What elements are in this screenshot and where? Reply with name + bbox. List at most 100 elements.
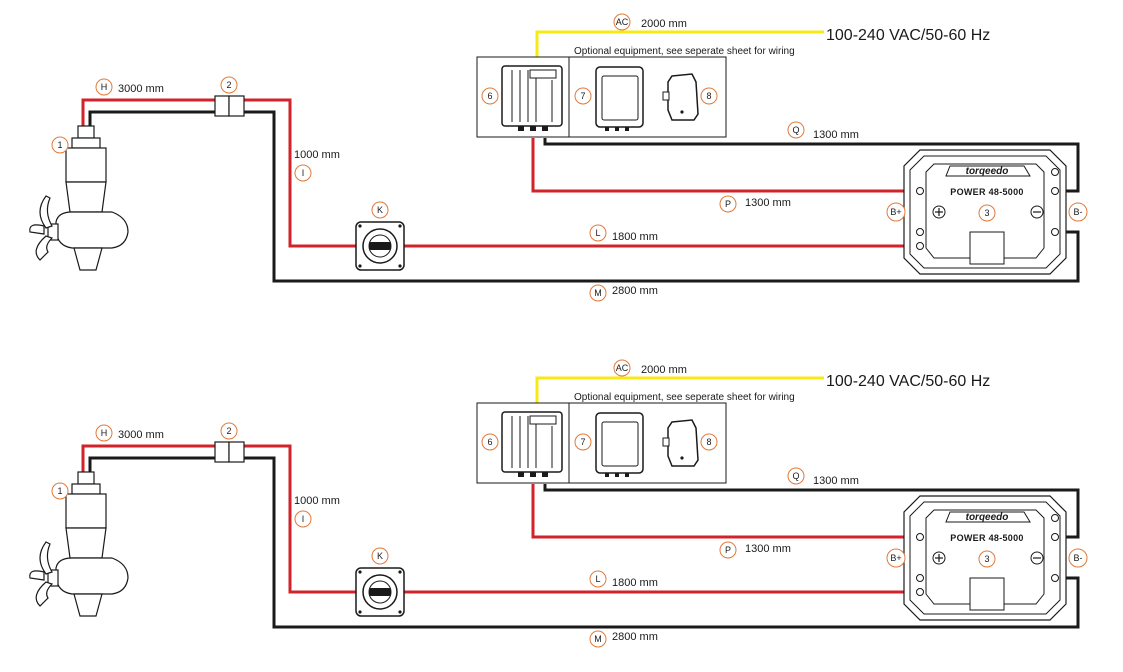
callout-l: L	[589, 224, 607, 242]
callout-bplus-label: B+	[890, 553, 901, 563]
wiring-diagram: torqeedo POWER 48-5000 AC 2000 mm 100-24…	[29, 359, 1088, 648]
callout-i: I	[294, 510, 312, 528]
callout-i-label: I	[302, 168, 305, 178]
callout-3: 3	[978, 204, 996, 222]
ac-supply-label: 100-240 VAC/50-60 Hz	[826, 373, 990, 390]
callout-2-label: 2	[226, 80, 231, 90]
main-switch	[355, 221, 405, 271]
optional-equipment-frame	[568, 56, 727, 138]
main-switch	[355, 567, 405, 617]
callout-q-label: Q	[792, 471, 799, 481]
cable-m-length: 2800 mm	[612, 631, 658, 643]
ac-cable	[535, 376, 824, 403]
cable-p-length: 1300 mm	[745, 197, 791, 209]
callout-ac-label: AC	[616, 363, 629, 373]
battery-minus-terminal-icon	[1030, 551, 1044, 565]
cable-m-negative	[244, 110, 1080, 283]
callout-2-label: 2	[226, 426, 231, 436]
ac-supply-label: 100-240 VAC/50-60 Hz	[826, 27, 990, 44]
callout-bminus-label: B-	[1074, 207, 1083, 217]
callout-bminus: B-	[1068, 202, 1088, 222]
callout-2: 2	[220, 422, 238, 440]
callout-bminus: B-	[1068, 548, 1088, 568]
callout-p-label: P	[725, 545, 731, 555]
callout-2: 2	[220, 76, 238, 94]
battery-plus-terminal-icon	[932, 551, 946, 565]
callout-8-label: 8	[706, 91, 711, 101]
cable-p-length: 1300 mm	[745, 543, 791, 555]
battery-model-label: POWER 48-5000	[950, 187, 1023, 197]
cable-l-length: 1800 mm	[612, 577, 658, 589]
charger-unit	[501, 65, 563, 131]
battery-brand-label: torqeedo	[966, 166, 1009, 177]
cable-i-positive	[244, 444, 356, 594]
cable-q-negative	[543, 484, 1080, 539]
callout-3-label: 3	[984, 554, 989, 564]
cable-h-length: 3000 mm	[118, 83, 164, 95]
callout-6-label: 6	[487, 437, 492, 447]
callout-ac: AC	[613, 359, 631, 377]
callout-6: 6	[481, 87, 499, 105]
callout-q: Q	[787, 121, 805, 139]
display-unit	[595, 412, 644, 477]
callout-q-label: Q	[792, 125, 799, 135]
callout-3-label: 3	[984, 208, 989, 218]
callout-ac-label: AC	[616, 17, 629, 27]
battery-plus-terminal-icon	[932, 205, 946, 219]
callout-3: 3	[978, 550, 996, 568]
ac-length-label: 2000 mm	[641, 364, 687, 376]
callout-l-label: L	[595, 228, 600, 238]
battery-brand-label: torqeedo	[966, 512, 1009, 523]
callout-1: 1	[51, 482, 69, 500]
cable-h-negative	[88, 456, 215, 472]
cable-q-negative	[543, 138, 1080, 193]
callout-p-label: P	[725, 199, 731, 209]
callout-6-label: 6	[487, 91, 492, 101]
cable-i-length: 1000 mm	[294, 495, 340, 507]
callout-k-label: K	[377, 551, 383, 561]
callout-q: Q	[787, 467, 805, 485]
callout-m-label: M	[594, 288, 602, 298]
callout-p: P	[719, 195, 737, 213]
cable-h-positive	[81, 98, 215, 126]
cable-p-positive	[531, 484, 920, 539]
cable-i-length: 1000 mm	[294, 149, 340, 161]
cable-p-positive	[531, 138, 920, 193]
gateway-unit	[662, 419, 699, 467]
battery-minus-terminal-icon	[1030, 205, 1044, 219]
ac-cable	[535, 30, 824, 57]
cable-m-negative	[244, 456, 1080, 629]
optional-equipment-note: Optional equipment, see seperate sheet f…	[574, 46, 795, 57]
optional-equipment-note: Optional equipment, see seperate sheet f…	[574, 392, 795, 403]
electric-motor	[29, 125, 129, 271]
callout-h: H	[95, 78, 113, 96]
callout-p: P	[719, 541, 737, 559]
callout-m-label: M	[594, 634, 602, 644]
cable-h-length: 3000 mm	[118, 429, 164, 441]
callout-i: I	[294, 164, 312, 182]
callout-bplus-label: B+	[890, 207, 901, 217]
callout-bminus-label: B-	[1074, 553, 1083, 563]
cable-m-length: 2800 mm	[612, 285, 658, 297]
cable-q-length: 1300 mm	[813, 475, 859, 487]
callout-6: 6	[481, 433, 499, 451]
callout-1-label: 1	[57, 140, 62, 150]
optional-equipment-frame	[568, 402, 727, 484]
callout-k: K	[371, 201, 389, 219]
wiring-diagram: torqeedo POWER 48-5000 AC 2000 mm 100-24…	[29, 13, 1088, 302]
battery-model-label: POWER 48-5000	[950, 533, 1023, 543]
callout-m: M	[589, 284, 607, 302]
callout-l: L	[589, 570, 607, 588]
electric-motor	[29, 471, 129, 617]
cable-i-positive	[244, 98, 356, 248]
callout-bplus: B+	[886, 202, 906, 222]
cable-l-length: 1800 mm	[612, 231, 658, 243]
charger-unit	[501, 411, 563, 477]
display-unit	[595, 66, 644, 131]
callout-7: 7	[574, 433, 592, 451]
callout-1-label: 1	[57, 486, 62, 496]
callout-k: K	[371, 547, 389, 565]
fuse-holder	[214, 95, 245, 117]
callout-h-label: H	[101, 428, 108, 438]
callout-1: 1	[51, 136, 69, 154]
